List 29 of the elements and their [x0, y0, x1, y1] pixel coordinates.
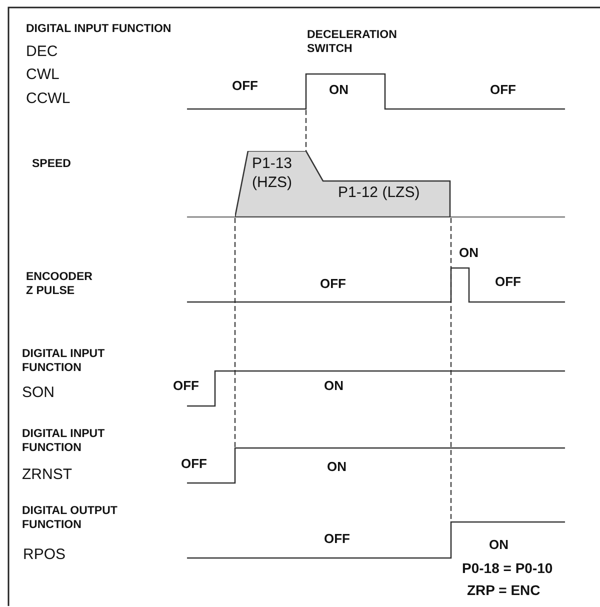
speed-parameter-label: P1-12 (LZS)	[338, 184, 421, 203]
state-label: OFF	[232, 78, 258, 94]
section-heading: DIGITAL OUTPUT FUNCTION	[22, 504, 118, 533]
state-label: ON	[489, 537, 508, 554]
signal-name: ZRNST	[22, 466, 72, 485]
signal-name: SPEED	[32, 157, 71, 172]
state-label: OFF	[173, 378, 199, 394]
parameter-note: P0-18 = P0-10	[462, 560, 553, 578]
signal-name: ENCOODER Z PULSE	[26, 270, 94, 299]
section-heading: DIGITAL INPUT FUNCTION	[22, 427, 106, 456]
signal-name: SON	[22, 384, 55, 403]
state-label: ON	[327, 459, 346, 476]
state-label: OFF	[495, 274, 521, 290]
state-label: OFF	[320, 276, 346, 292]
signal-name: CWL	[26, 66, 60, 85]
signal-name: DEC	[26, 43, 58, 62]
state-label: ON	[459, 245, 478, 262]
signal-name: CCWL	[26, 90, 70, 109]
parameter-note: ZRP = ENC	[467, 582, 540, 600]
state-label: OFF	[181, 456, 207, 472]
event-label: DECELERATION SWITCH	[307, 28, 398, 57]
state-label: ON	[329, 82, 348, 98]
section-heading: DIGITAL INPUT FUNCTION	[22, 347, 106, 376]
speed-parameter-label: P1-13 (HZS)	[252, 155, 294, 192]
signal-name: RPOS	[23, 546, 66, 565]
state-label: OFF	[324, 531, 350, 548]
state-label: OFF	[490, 82, 516, 98]
state-label: ON	[324, 378, 344, 394]
section-heading: DIGITAL INPUT FUNCTION	[26, 22, 172, 36]
